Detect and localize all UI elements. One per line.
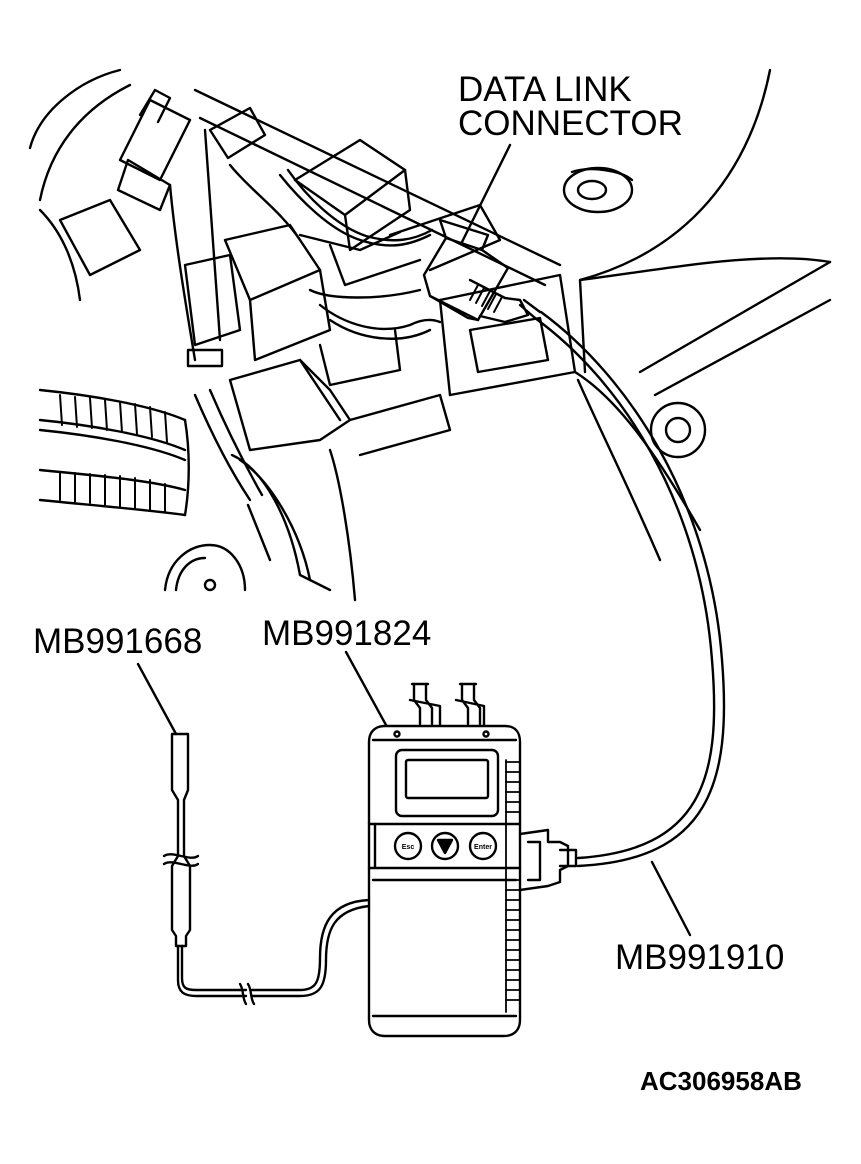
leader-mb991824 — [344, 650, 388, 727]
label-data-link-connector-line1: DATA LINK — [458, 70, 632, 109]
figure-id: AC306958AB — [640, 1066, 802, 1096]
leader-data-link-connector — [460, 143, 512, 244]
label-mb991668: MB991668 — [33, 622, 203, 661]
esc-button-text: Esc — [402, 844, 415, 851]
vehicle-under-dash — [28, 68, 832, 602]
data-link-connector — [422, 218, 542, 324]
leader-mb991668 — [136, 662, 178, 736]
enter-button-text: Enter — [474, 844, 492, 851]
tester-mb991824 — [367, 682, 578, 1038]
label-data-link-connector-line2: CONNECTOR — [458, 104, 683, 143]
leader-mb991910 — [650, 860, 692, 937]
label-mb991824: MB991824 — [262, 614, 432, 653]
cable-mb991910 — [533, 310, 726, 868]
label-mb991910: MB991910 — [615, 938, 785, 977]
adapter-mb991668 — [162, 732, 371, 1006]
